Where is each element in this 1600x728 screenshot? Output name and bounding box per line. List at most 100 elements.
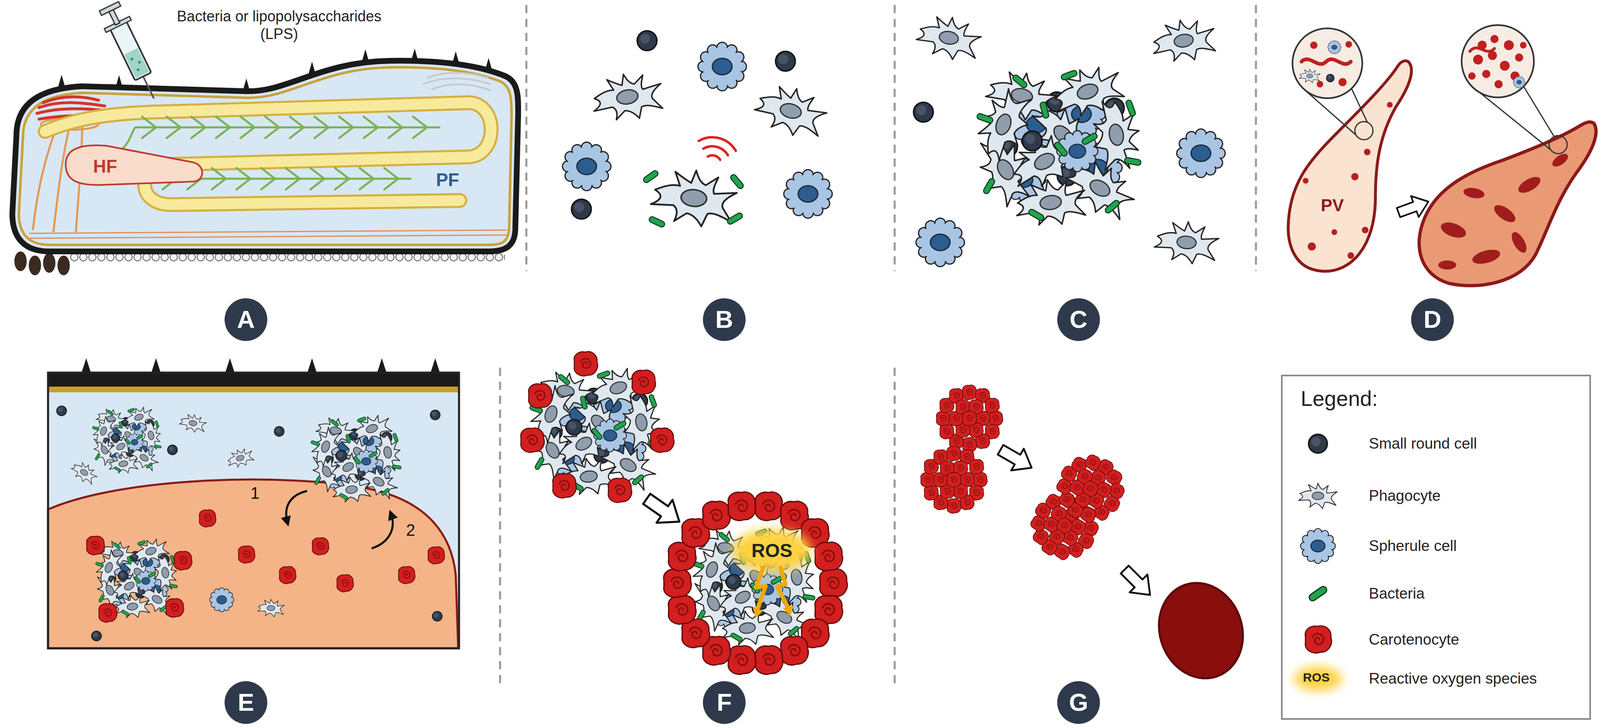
- nodule-encapsulation-part-part: [702, 500, 730, 530]
- legend-sample-part: [1294, 665, 1342, 691]
- sea-cucumber-part-part: [422, 78, 491, 85]
- body-wall-section-part: [286, 490, 308, 523]
- legend-ros-label: ROS: [1302, 670, 1330, 684]
- panel-letter-text: E: [237, 689, 255, 715]
- body-wall-section-part: [165, 598, 184, 617]
- body-wall-section-part: [48, 479, 459, 648]
- sea-cucumber-part: [28, 229, 508, 239]
- body-wall-section-part-part: [430, 358, 441, 374]
- panel-letter: G: [1057, 680, 1100, 724]
- sea-cucumber-part-part: [431, 84, 491, 91]
- polian-vesicle-after-part-part: [1494, 80, 1503, 89]
- panel-c-cells-part: [913, 102, 934, 122]
- polian-vesicle-after: [1419, 25, 1597, 286]
- polian-vesicle-after-part-part: [1468, 72, 1476, 80]
- nodule-encapsulation-part: [650, 427, 674, 453]
- brown-body-formation-part: [936, 384, 1004, 452]
- nodule-encapsulation-part-part: [814, 541, 843, 571]
- legend-sample: [1293, 525, 1343, 567]
- body-wall-section-part: [174, 550, 193, 570]
- organ-label: PF: [436, 169, 460, 190]
- polian-vesicle-before-part: [1354, 121, 1373, 140]
- body-wall-section-part: [224, 445, 256, 471]
- sea-cucumber-part-part: [361, 49, 370, 64]
- panel-letter: C: [1057, 298, 1100, 341]
- polian-vesicle-after-part: [1468, 34, 1527, 89]
- legend-text: Reactive oxygen species: [1368, 670, 1537, 687]
- polian-vesicle-before-part-part: [1307, 242, 1316, 251]
- body-wall-section-part: [199, 509, 216, 527]
- polian-vesicle-before-part: [1302, 101, 1393, 259]
- panel-c-cells-part: [1153, 218, 1221, 266]
- polian-vesicle-before-part-part: [1338, 78, 1347, 87]
- panel-c-cells: [913, 11, 1226, 267]
- panel-c-cells-part: [968, 57, 1146, 230]
- panel-separator-part: [499, 367, 502, 684]
- panel-b-cells-part: [637, 30, 657, 51]
- panel-separator-part: [525, 4, 528, 271]
- ros-bolt-part: [755, 567, 766, 609]
- body-wall-section-part-part: [224, 358, 235, 374]
- sea-cucumber-part-part: [451, 51, 460, 66]
- polian-vesicle-before-part-part: [1345, 41, 1353, 48]
- sea-cucumber-part-part: [39, 102, 105, 108]
- syringe-part: [142, 75, 154, 99]
- sea-cucumber-part-part: [242, 78, 251, 93]
- sea-cucumber-part-part: [14, 251, 27, 271]
- body-wall-section-part: [305, 409, 404, 505]
- polian-vesicle-after-part-part: [1462, 186, 1486, 200]
- legend-text: Phagocyte: [1368, 487, 1441, 505]
- body-wall-section-part: [81, 358, 441, 374]
- sea-cucumber-part-part: [484, 57, 493, 73]
- polian-vesicle-after-part-part: [1482, 69, 1491, 79]
- polian-vesicle-before-part-part: [1331, 229, 1338, 235]
- nodule-encapsulation-part-part: [780, 635, 809, 665]
- polian-vesicle-after-part: [1419, 121, 1597, 286]
- body-wall-section-part: [312, 537, 329, 555]
- organ-label: HF: [93, 156, 118, 177]
- panel-letter-text: D: [1423, 307, 1442, 332]
- polian-vesicle-after-part-part: [1490, 34, 1499, 44]
- nodule-encapsulation-part-part: [668, 595, 696, 625]
- panel-c-cells-part: [1148, 14, 1219, 67]
- polian-vesicle-before-part-part: [1310, 41, 1318, 49]
- ros-glow: [732, 528, 811, 572]
- body-wall-section-part-part: [307, 358, 317, 374]
- signal-waves: [698, 137, 736, 160]
- body-wall-section-part: [56, 405, 67, 416]
- brown-body-formation-part: [1145, 570, 1257, 690]
- panel-letter-text: A: [236, 307, 255, 332]
- legend-text: Bacteria: [1368, 585, 1425, 602]
- body-wall-section-part: [432, 610, 443, 621]
- panel-b-cells: [562, 30, 833, 230]
- legend-text: Carotenocyte: [1368, 631, 1460, 648]
- body-wall-section-part: [336, 574, 354, 592]
- sea-cucumber-part-part: [57, 255, 70, 276]
- sea-cucumber-part: [422, 72, 491, 91]
- panel-letter: D: [1411, 298, 1454, 341]
- ros-bolt-part: [777, 567, 788, 607]
- polian-vesicle-before-part: [1292, 28, 1363, 99]
- panel-c-cells-part: [1176, 128, 1226, 178]
- nodule-encapsulation-part-part: [663, 568, 691, 598]
- panel-b-cells-part: [697, 42, 747, 91]
- polian-vesicle-after-part-part: [1515, 53, 1524, 62]
- panel-c-cells-part: [915, 218, 965, 267]
- body-wall-section-part: [238, 545, 255, 563]
- syringe-part: [110, 20, 152, 81]
- panel-separator-part: [893, 4, 896, 271]
- body-wall-section-part: [371, 513, 393, 549]
- nodule-encapsulation-part-part: [782, 605, 794, 616]
- panel-letter: E: [224, 680, 268, 724]
- body-wall-section-part: [178, 411, 208, 434]
- legend-box: Legend:Small round cellPhagocyteSpherule…: [1280, 374, 1591, 720]
- brown-body-formation-part-part: [1044, 441, 1137, 535]
- sea-cucumber-part-part: [43, 252, 56, 273]
- sea-cucumber-part-part: [142, 116, 427, 138]
- panel-letter-text: F: [716, 689, 733, 715]
- sea-cucumber-part-part: [57, 74, 66, 90]
- sea-cucumber-part-part: [114, 75, 124, 90]
- polian-vesicle-after-part: [1549, 135, 1568, 154]
- panel-b-cells-part: [649, 166, 739, 230]
- panel-c-cells-part: [913, 11, 984, 64]
